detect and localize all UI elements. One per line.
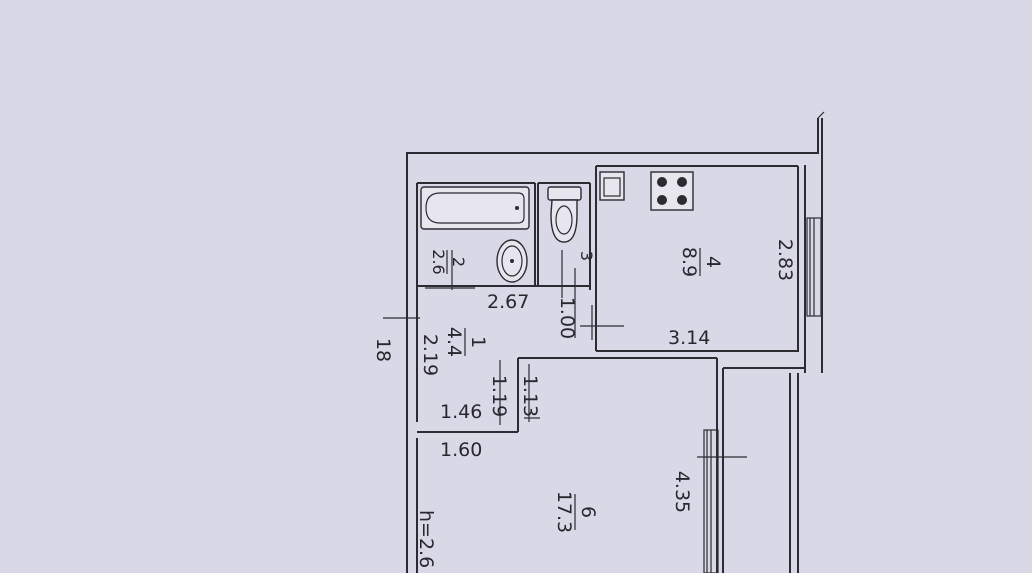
room-4-area: 8.9 <box>678 247 700 277</box>
stove-icon <box>650 171 694 211</box>
room-1-area: 4.4 <box>443 327 465 357</box>
dim-4-35: 4.35 <box>671 471 693 513</box>
dim-3-14: 3.14 <box>668 327 710 349</box>
kitchen-sink-icon <box>599 171 625 201</box>
kitchen-window <box>806 217 822 317</box>
ceiling-height: h=2.6 <box>415 510 437 568</box>
dim-1-13: 1.13 <box>519 375 541 417</box>
dim-2-67: 2.67 <box>487 291 529 313</box>
exterior-walls <box>406 111 825 573</box>
dim-18: 18 <box>372 338 394 362</box>
bathtub-icon <box>420 186 530 230</box>
dim-2-83: 2.83 <box>774 239 796 281</box>
sink-icon <box>496 239 528 283</box>
dim-1-46: 1.46 <box>440 401 482 423</box>
room-3-number: 3 <box>577 251 596 261</box>
room-2-area: 2.6 <box>429 249 448 274</box>
room-6-area: 17.3 <box>553 491 575 533</box>
dim-2-19: 2.19 <box>419 334 441 376</box>
room-4-number: 4 <box>702 256 724 268</box>
room-3-area: 1.00 <box>556 297 578 339</box>
interior-walls <box>416 165 805 573</box>
room-6-number: 6 <box>577 506 599 518</box>
dim-1-19: 1.19 <box>488 375 510 417</box>
room-1-number: 1 <box>467 336 489 348</box>
dim-1-60: 1.60 <box>440 439 482 461</box>
toilet-icon <box>547 186 582 243</box>
living-room-window <box>697 429 747 573</box>
room-6-label: 6 17.3 <box>553 491 599 533</box>
room-2-number: 2 <box>449 257 468 267</box>
dimension-lines <box>383 250 624 425</box>
room-4-label: 4 8.9 <box>678 247 724 277</box>
room-1-label: 1 4.4 <box>443 327 489 357</box>
room-2-label: 2 2.6 <box>429 249 468 274</box>
room-3-label: 3 1.00 <box>556 251 596 339</box>
